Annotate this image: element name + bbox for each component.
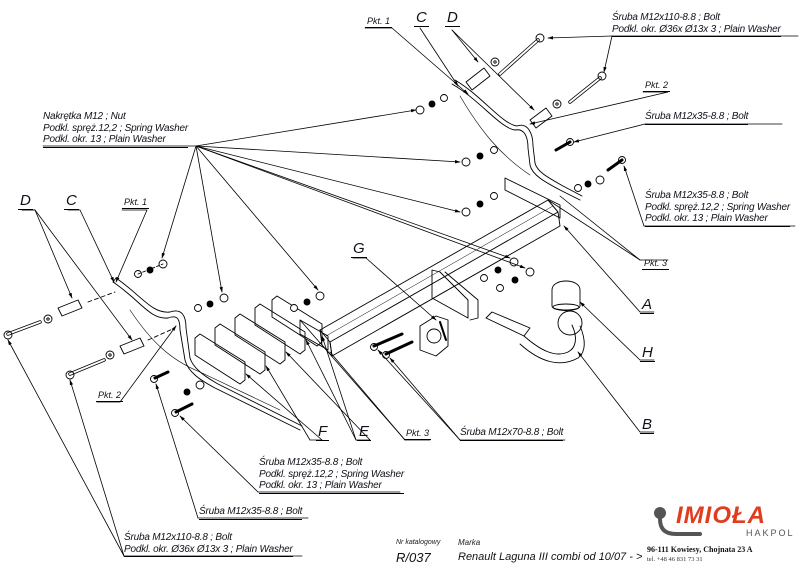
part-letter-g: G	[351, 240, 367, 258]
cap-h	[551, 280, 581, 311]
point-label-pkt2-left: Pkt. 2	[96, 390, 124, 402]
callout-bolt35-right-line-2: Podkl. spręż.12,2 ; Spring Washer	[645, 201, 790, 213]
catalog-number: R/037	[396, 550, 431, 565]
callout-bolt110-top-line-2: Podkl. okr. Ø36x Ø13x 3 ; Plain Washer	[612, 23, 781, 35]
part-letter-b: B	[640, 416, 655, 434]
callout-bolt35-bottom: Śruba M12x35-8.8 ; Bolt Podkl. spręż.12,…	[259, 457, 404, 494]
brand-subtitle: HAKPOL	[746, 528, 795, 538]
part-letter-c-left: C	[64, 192, 79, 210]
crossbar-part-a	[299, 177, 561, 357]
part-letter-h: H	[640, 344, 655, 362]
callout-bolt35-bottom-line-1: Śruba M12x35-8.8 ; Bolt	[259, 457, 363, 468]
short-bolts	[150, 138, 626, 417]
side-bracket-right-c	[451, 79, 583, 201]
point-label-pkt3-bottom: Pkt. 3	[404, 428, 432, 440]
part-letter-f: F	[316, 423, 330, 441]
spacers-and-bolts-left	[3, 291, 176, 380]
callout-nut-group: Nakrętka M12 ; Nut Podkl. spręż.12,2 ; S…	[43, 111, 188, 148]
callout-bolt35-right: Śruba M12x35-8.8 ; Bolt Podkl. spręż.12,…	[645, 190, 790, 227]
callout-bolt35-bottom-line-3: Podkl. okr. 13 ; Plain Washer	[259, 480, 382, 491]
callout-bolt70-line-1: Śruba M12x70-8.8 ; Bolt	[460, 427, 564, 438]
brand-name: IMIOŁA	[676, 502, 766, 529]
callout-bolt70: Śruba M12x70-8.8 ; Bolt	[460, 427, 563, 441]
callout-bolt35-top: Śruba M12x35-8.8 ; Bolt	[645, 111, 748, 125]
tow-bracket	[431, 269, 479, 321]
company-address: 96-111 Kowiesy, Chojnata 23 A	[647, 545, 753, 554]
nut-washer-stacks	[134, 94, 605, 396]
point-label-pkt2-top: Pkt. 2	[643, 80, 671, 92]
catalog-number-label: Nr katalogowy	[396, 539, 441, 546]
company-phone: tel. +48 46 831 73 31	[647, 556, 703, 563]
callout-bolt35-right-line-3: Podkl. okr. 13 ; Plain Washer	[645, 213, 768, 224]
part-letter-d-left: D	[18, 192, 33, 210]
vehicle-model: Renault Laguna III combi od 10/07 - >	[458, 551, 643, 563]
callout-bolt110-bottom: Śruba M12x110-8.8 ; Bolt Podkl. okr. Ø36…	[124, 532, 293, 557]
callout-bolt35-bottom-line-2: Podkl. spręż.12,2 ; Spring Washer	[259, 468, 404, 480]
callout-bolt35-single-line-1: Śruba M12x35-8.8 ; Bolt	[199, 506, 303, 517]
callout-bolt110-top: Śruba M12x110-8.8 ; Bolt Podkl. okr. Ø36…	[612, 12, 781, 37]
point-label-pkt1-left: Pkt. 1	[122, 197, 150, 209]
callout-nut-line-1: Nakrętka M12 ; Nut	[43, 111, 126, 122]
make-label: Marka	[458, 538, 481, 547]
socket-plate-g	[419, 315, 449, 357]
brand-logo-hook	[654, 507, 702, 536]
part-letter-e: E	[357, 423, 372, 441]
towball-b	[485, 310, 585, 364]
part-letter-a: A	[640, 296, 655, 314]
shim-plates-f-e	[194, 295, 323, 385]
callout-bolt110-bottom-line-2: Podkl. okr. Ø36x Ø13x 3 ; Plain Washer	[124, 543, 293, 555]
callout-bolt35-top-line-1: Śruba M12x35-8.8 ; Bolt	[645, 111, 749, 122]
spacers-and-bolts-top	[465, 33, 607, 129]
callout-bolt35-right-line-1: Śruba M12x35-8.8 ; Bolt	[645, 190, 749, 201]
part-letter-c-top: C	[414, 9, 429, 27]
part-letter-d-top: D	[445, 9, 460, 27]
callout-bolt110-top-line-1: Śruba M12x110-8.8 ; Bolt	[612, 12, 720, 23]
callout-bolt110-bottom-line-1: Śruba M12x110-8.8 ; Bolt	[124, 532, 232, 543]
point-label-pkt3-right: Pkt. 3	[642, 258, 670, 270]
callout-nut-line-3: Podkl. okr. 13 ; Plain Washer	[43, 134, 166, 145]
side-bracket-left-c	[112, 277, 303, 431]
callout-nut-line-2: Podkl. spręż.12,2 ; Spring Washer	[43, 122, 188, 134]
callout-bolt35-single: Śruba M12x35-8.8 ; Bolt	[199, 506, 302, 520]
point-label-pkt1-top: Pkt. 1	[365, 16, 393, 28]
